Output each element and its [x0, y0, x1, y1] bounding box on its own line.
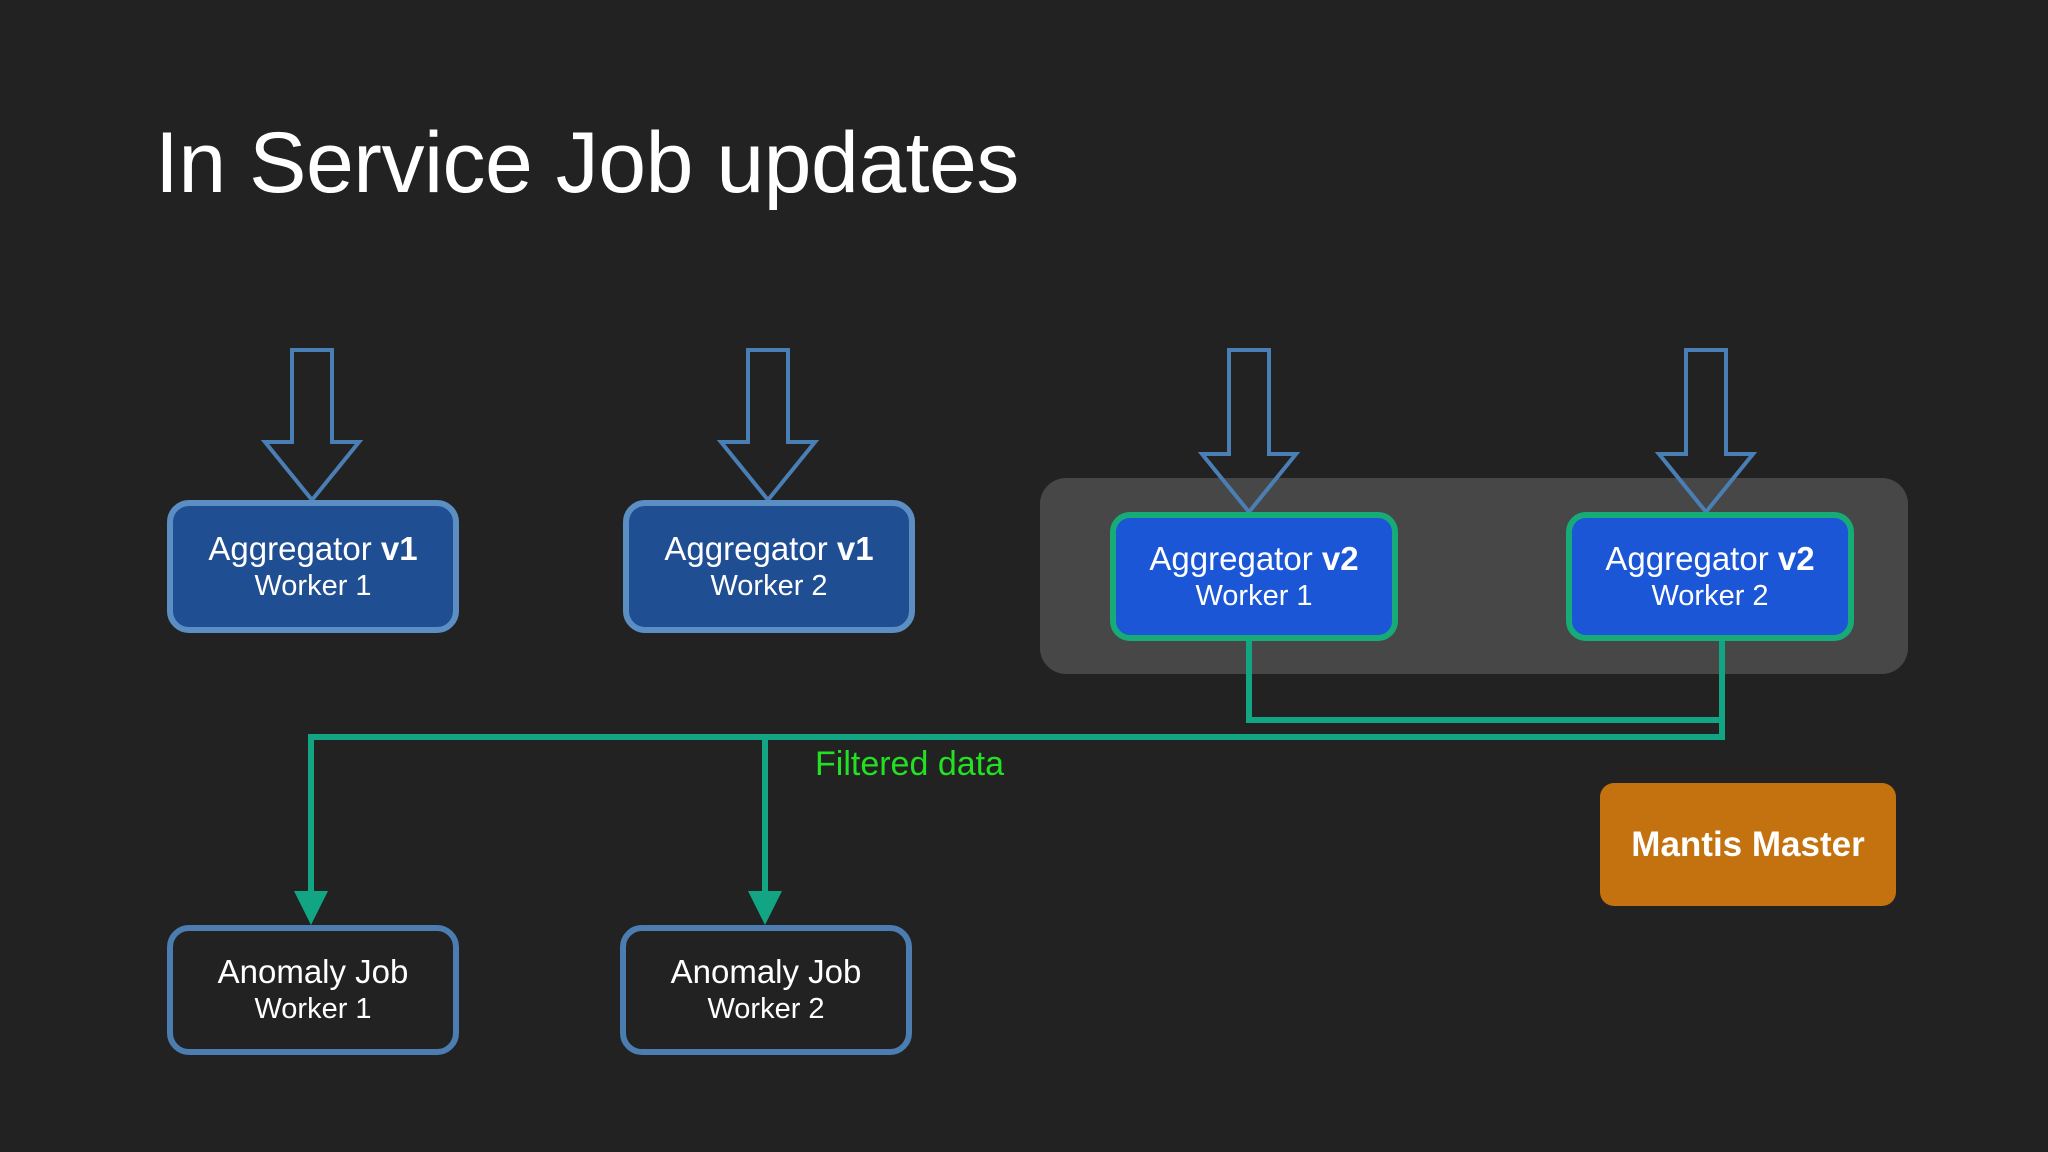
node-version-badge: v1: [836, 529, 874, 567]
node-subtitle: Worker 1: [254, 993, 372, 1026]
filtered-data-flow-group: [294, 641, 1725, 925]
node-version-badge: v2: [1321, 539, 1359, 577]
node-mantis-master[interactable]: Mantis Master: [1600, 783, 1896, 906]
inbound-arrow-agg-v1-worker2: [716, 348, 820, 504]
node-title: Aggregator v2: [1605, 539, 1815, 577]
node-subtitle: Worker 1: [1195, 579, 1313, 612]
node-version-badge: v1: [380, 529, 418, 567]
node-subtitle: Worker 2: [710, 569, 828, 602]
node-title: Anomaly Job: [217, 953, 409, 991]
node-title: Aggregator v2: [1149, 539, 1359, 577]
node-title: Mantis Master: [1631, 824, 1865, 864]
inbound-arrow-agg-v1-worker1: [260, 348, 364, 504]
node-version-badge: v2: [1777, 539, 1815, 577]
node-subtitle: Worker 2: [707, 993, 825, 1026]
flow-drop-to-anomaly-worker1-arrowhead: [294, 891, 328, 925]
filtered-data-label: Filtered data: [815, 745, 1004, 783]
node-title: Aggregator v1: [664, 529, 874, 567]
node-subtitle: Worker 1: [254, 569, 372, 602]
node-title: Anomaly Job: [670, 953, 862, 991]
flow-drop-to-anomaly-worker2-arrowhead: [748, 891, 782, 925]
page-title: In Service Job updates: [155, 115, 1019, 211]
node-title: Aggregator v1: [208, 529, 418, 567]
node-subtitle: Worker 2: [1651, 579, 1769, 612]
